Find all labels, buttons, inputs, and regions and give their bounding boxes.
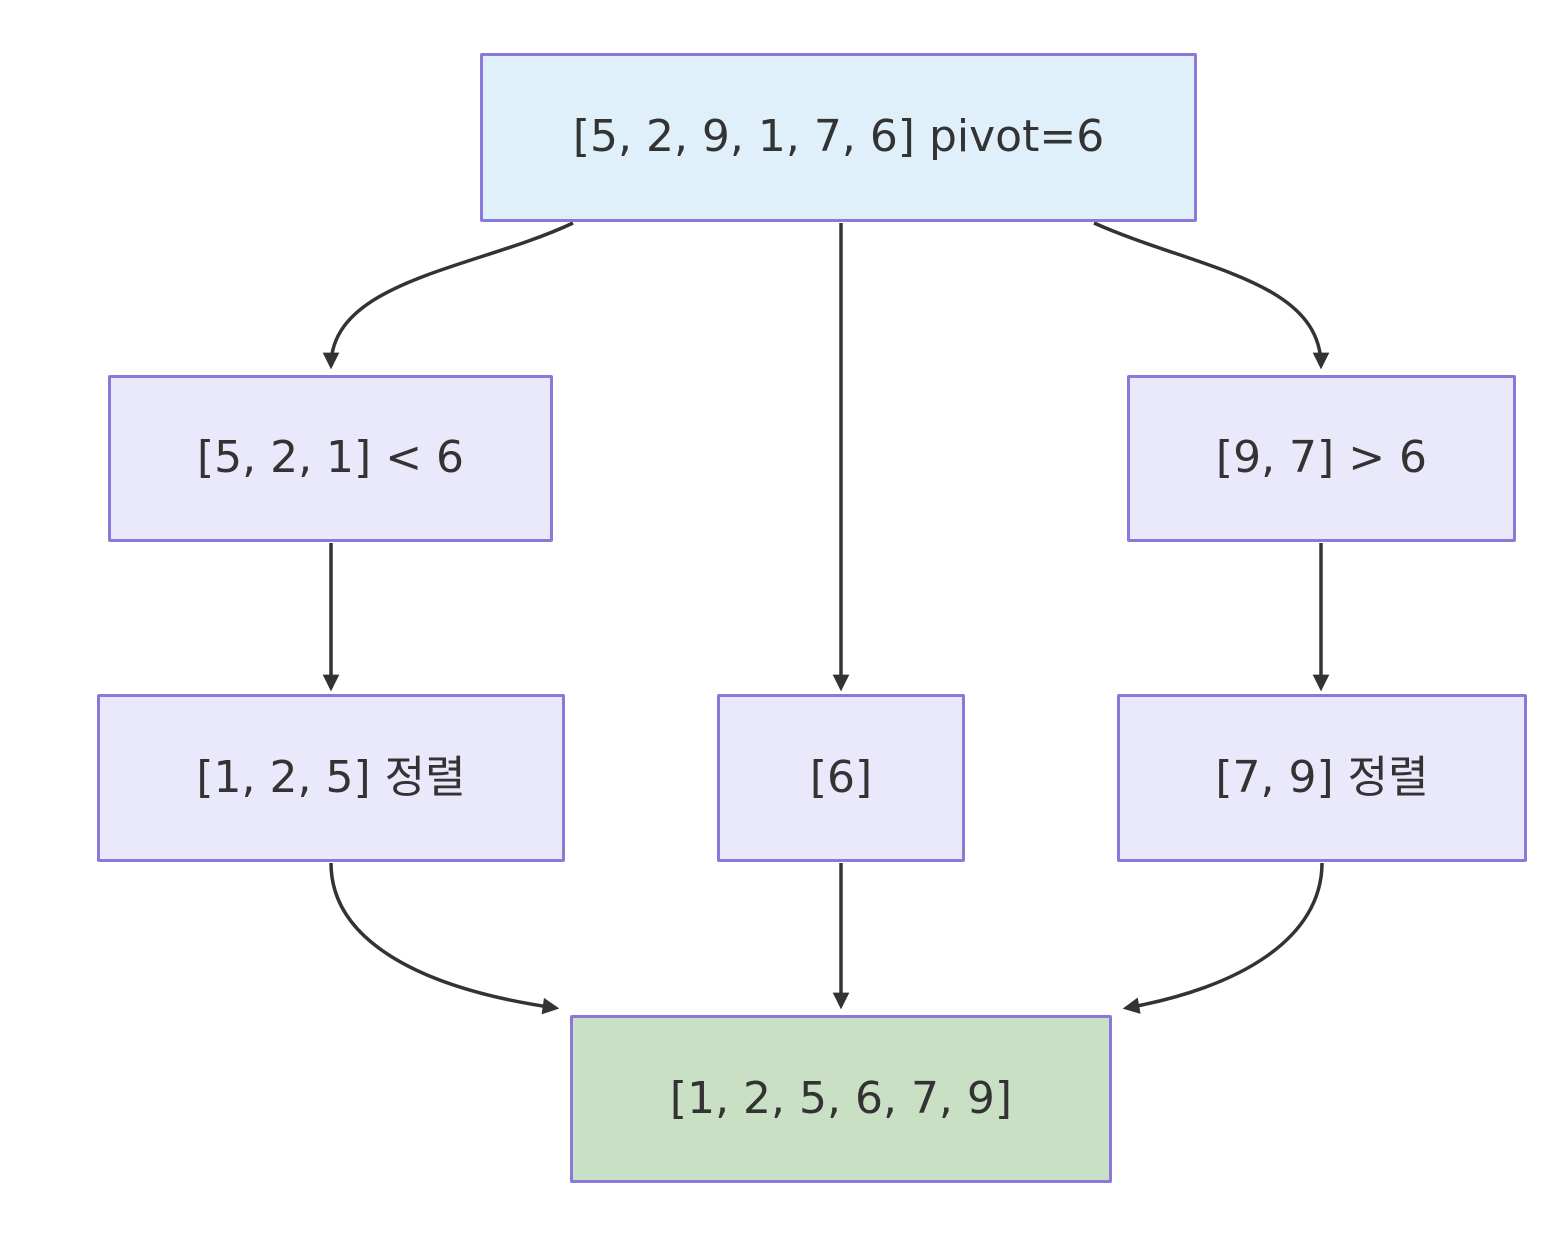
node-input-array-label: [5, 2, 9, 1, 7, 6] pivot=6 <box>572 111 1105 163</box>
node-greater-partition-label: [9, 7] > 6 <box>1215 432 1428 484</box>
node-input-array: [5, 2, 9, 1, 7, 6] pivot=6 <box>480 53 1197 222</box>
node-pivot: [6] <box>717 694 965 862</box>
node-merged-result: [1, 2, 5, 6, 7, 9] <box>570 1015 1112 1183</box>
node-greater-sorted: [7, 9] 정렬 <box>1117 694 1527 862</box>
node-less-partition: [5, 2, 1] < 6 <box>108 375 553 542</box>
edge-input-to-greater <box>1093 221 1330 370</box>
node-merged-result-label: [1, 2, 5, 6, 7, 9] <box>669 1072 1013 1124</box>
node-pivot-label: [6] <box>809 751 873 803</box>
node-greater-sorted-label: [7, 9] 정렬 <box>1215 751 1429 803</box>
node-greater-partition: [9, 7] > 6 <box>1127 375 1516 542</box>
node-less-sorted-label: [1, 2, 5] 정렬 <box>196 751 466 803</box>
edge-input-to-less <box>322 221 574 370</box>
edge-less-sorted-to-result <box>329 862 560 1015</box>
node-less-partition-label: [5, 2, 1] < 6 <box>196 432 465 484</box>
node-less-sorted: [1, 2, 5] 정렬 <box>97 694 565 862</box>
edge-greater-sorted-to-result <box>1122 862 1324 1014</box>
